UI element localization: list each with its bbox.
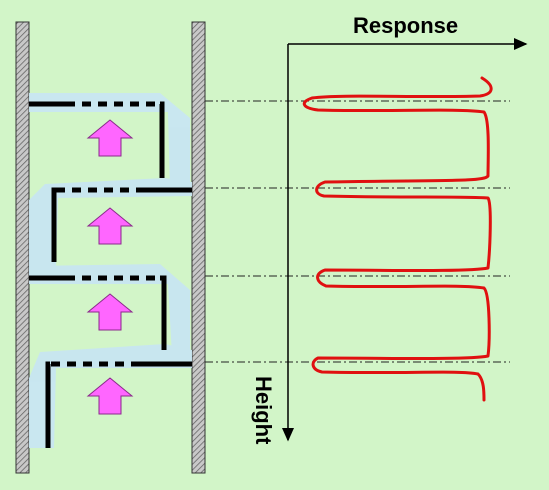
up-arrow-icon bbox=[86, 377, 134, 415]
response-curve bbox=[302, 76, 493, 402]
up-arrow-icon bbox=[86, 207, 134, 245]
reference-lines bbox=[205, 100, 510, 363]
insulation-shelf-4 bbox=[29, 344, 192, 448]
insulation-layers bbox=[29, 93, 192, 448]
flow-arrows bbox=[86, 119, 134, 415]
up-arrow-icon bbox=[86, 119, 134, 157]
left-wall bbox=[15, 21, 30, 474]
up-arrow-icon bbox=[86, 293, 134, 331]
height-axis-label: Height bbox=[251, 376, 276, 445]
insulation-shelf-2 bbox=[29, 178, 192, 268]
structure-lines bbox=[29, 101, 192, 448]
response-axis-label: Response bbox=[353, 13, 458, 38]
right-wall bbox=[191, 21, 206, 474]
